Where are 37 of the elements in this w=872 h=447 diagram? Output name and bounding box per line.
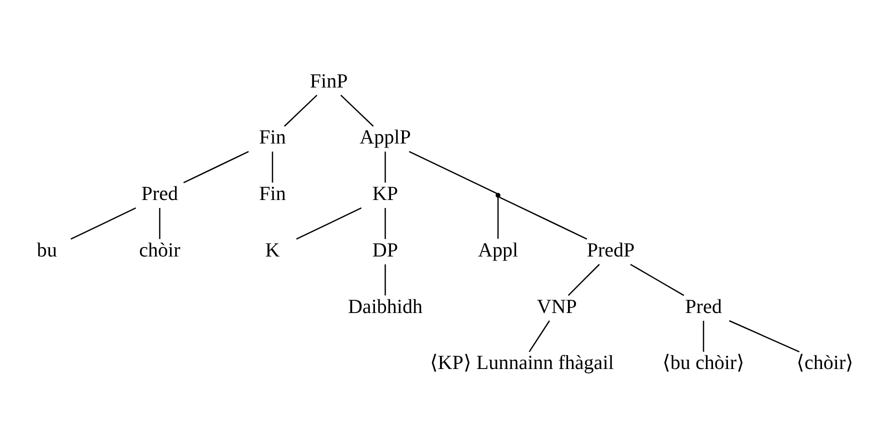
connector [497,197,499,239]
node-text: chòir [139,239,180,262]
connector [408,151,498,194]
node-text: Pred [685,296,722,318]
node-text: ⟨chòir⟩ [796,352,854,374]
connector [384,264,386,296]
node-text: K [265,239,280,262]
node-text: VNP [536,296,577,318]
node-text: Appl [478,239,518,262]
connector [183,151,249,184]
connector [568,264,600,296]
connector [384,208,386,240]
node-text: ⟨bu chòir⟩ [662,352,745,374]
connector [296,207,362,240]
connector [630,264,684,296]
node-text: bu [36,239,57,262]
connector [70,207,136,240]
connector [284,94,318,127]
node-text: Fin [259,183,286,206]
node-text: KP [372,183,398,206]
connector [528,320,550,352]
connector [702,320,704,352]
node-text: Fin [259,126,286,149]
node-text: ApplP [360,126,411,149]
connector [159,208,160,240]
node-text: PredP [586,239,635,262]
connector [272,152,274,183]
node-point [496,192,500,198]
node-text: ⟨KP⟩ Lunnainn fhàgail [430,352,614,374]
connector [729,320,800,352]
node-text: Pred [141,183,178,206]
connector [384,152,386,183]
connector [499,196,588,240]
node-text: FinP [310,70,348,92]
connector [340,94,374,127]
node-text: Daibhidh [348,296,423,318]
node-text: DP [372,239,398,262]
